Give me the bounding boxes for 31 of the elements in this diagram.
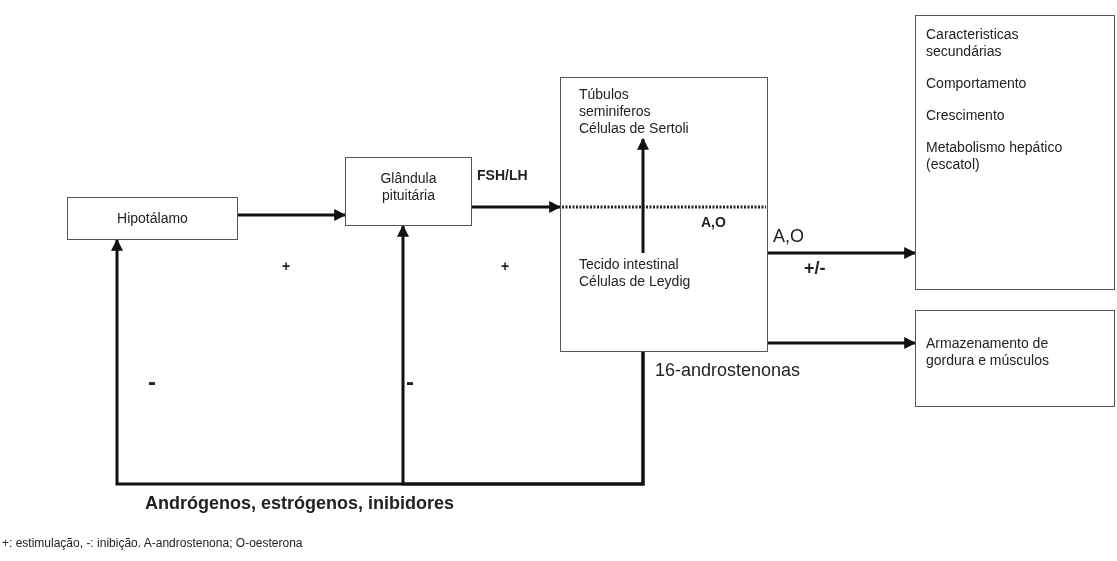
arrow [768, 247, 917, 259]
arrow [768, 337, 917, 349]
process-box [915, 15, 1115, 290]
cell-group-label: Tecido intestinal Células de Leydig [579, 256, 692, 290]
minus-sign: - [148, 368, 156, 396]
hormone-label: 16-androstenonas [655, 360, 801, 381]
cell-group-label: Túbulos seminiferos Células de Sertoli [579, 86, 690, 137]
box-text: Glândula pituitária [379, 170, 438, 204]
box-text: Comportamento [926, 75, 1028, 92]
box-text: Caracteristicas secundárias [926, 26, 1020, 60]
box-text: Hipotálamo [116, 210, 189, 227]
minus-sign: - [406, 368, 414, 396]
box-text: Crescimento [926, 107, 1006, 124]
box-text: Armazenamento de gordura e músculos [926, 335, 1050, 369]
process-box [67, 197, 238, 240]
process-box [345, 157, 472, 226]
organ-box [560, 77, 768, 352]
arrow [472, 201, 562, 213]
plus-sign: + [282, 258, 291, 274]
edge-label: A,O [773, 226, 804, 247]
box-text: Metabolismo hepático (escatol) [926, 139, 1064, 173]
plus-sign: + [501, 258, 510, 274]
edge-label: FSH/LH [477, 167, 528, 183]
effect-sign: +/- [804, 258, 826, 279]
feedback-label: Andrógenos, estrógenos, inibidores [145, 493, 455, 514]
footnote: +: estimulação, -: inibição. A-androstenona; O-oesterona [2, 536, 303, 550]
arrow [637, 137, 649, 253]
hormone-label: A,O [701, 214, 726, 230]
arrow [397, 224, 645, 486]
process-box [915, 310, 1115, 407]
arrow [238, 209, 347, 221]
